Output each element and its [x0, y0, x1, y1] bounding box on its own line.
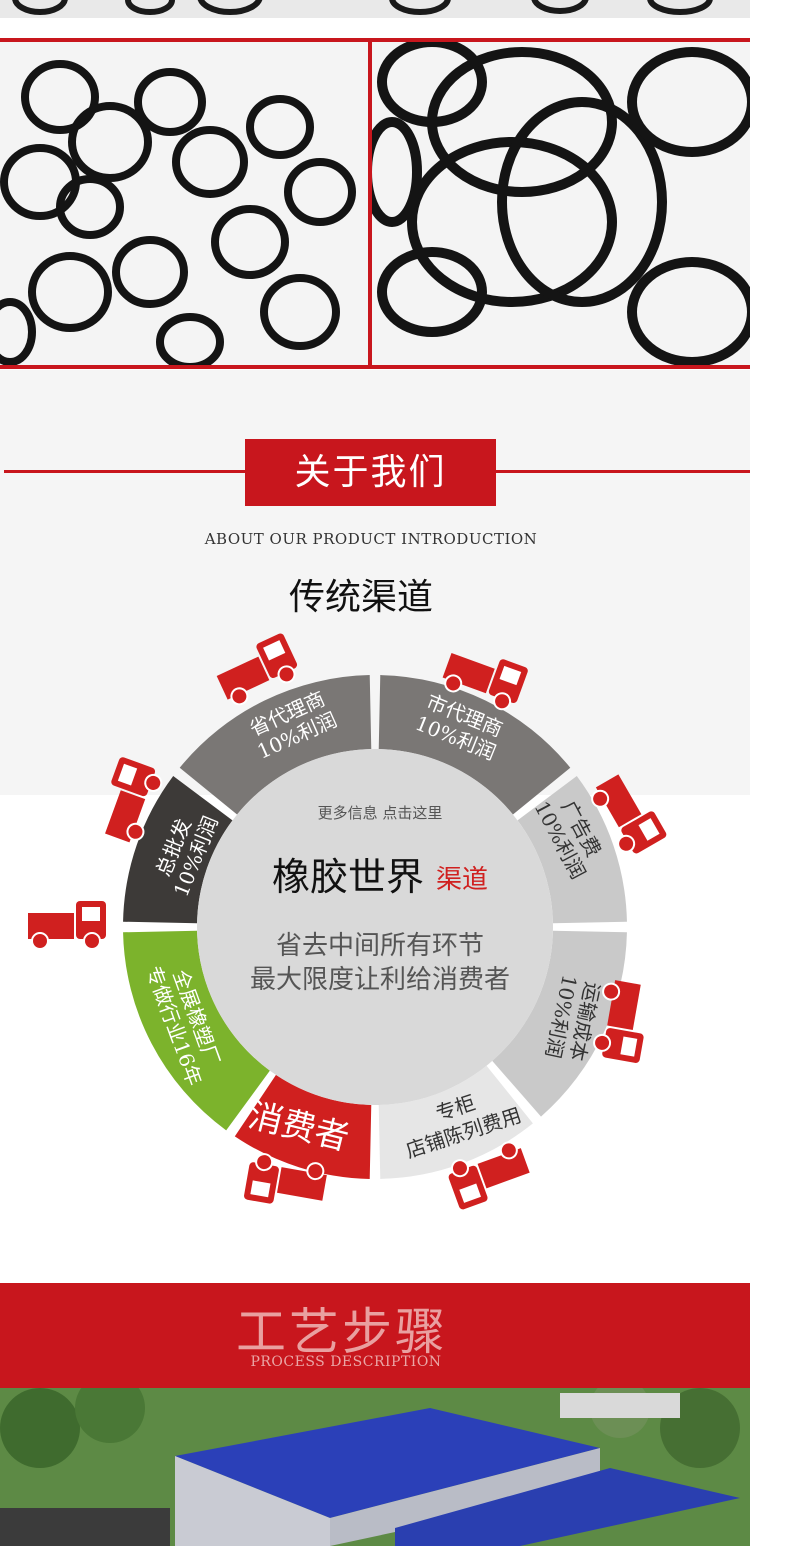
truck-icon: [105, 757, 163, 843]
photo-frame-bottom: [0, 365, 750, 369]
truck-icon: [593, 980, 644, 1063]
segment-factory: [123, 930, 270, 1131]
segment-counter: [378, 1065, 533, 1179]
truck-icon: [216, 633, 298, 706]
center-brand: 橡胶世界: [272, 855, 424, 899]
photo-frame-top: [0, 38, 750, 42]
center-channel: 渠道: [436, 865, 488, 895]
center-line-2: 最大限度让利给消费者: [250, 965, 510, 995]
process-title: 工艺步骤: [236, 1303, 448, 1361]
segment-city: [378, 675, 571, 815]
segment-transport: [492, 930, 627, 1117]
segment-ads: [517, 776, 627, 924]
segment-wholesale: [123, 776, 233, 924]
truck-icon: [448, 1141, 530, 1210]
o-ring-photo-right: [372, 42, 750, 365]
channel-wheel: 省代理商 10%利润 市代理商 10%利润 广告费 10%利润 运输成本 10%…: [28, 633, 667, 1210]
wheel-center: [197, 749, 553, 1105]
title-rule-left: [4, 470, 245, 473]
truck-icon: [442, 653, 528, 711]
center-line-1: 省去中间所有环节: [276, 931, 484, 961]
o-ring-photo-top: [12, 0, 713, 15]
segment-province: [179, 675, 372, 815]
photo-frame-divider: [368, 38, 372, 369]
truck-icon: [591, 774, 667, 854]
factory-photo: [0, 1388, 750, 1546]
truck-icon: [28, 901, 106, 950]
about-subtitle-en: ABOUT OUR PRODUCT INTRODUCTION: [204, 530, 538, 548]
title-rule-right: [496, 470, 750, 473]
process-header: [0, 1283, 750, 1388]
about-subtitle-cn: 传统渠道: [288, 577, 433, 618]
top-photo-strip: [0, 0, 750, 18]
truck-icon: [244, 1153, 327, 1204]
about-title: 关于我们: [245, 439, 496, 506]
process-subtitle: PROCESS DESCRIPTION: [250, 1354, 442, 1370]
center-more-link[interactable]: 更多信息 点击这里: [318, 804, 443, 822]
segment-consumer: [234, 1074, 372, 1179]
o-ring-photo-left: [0, 42, 368, 365]
